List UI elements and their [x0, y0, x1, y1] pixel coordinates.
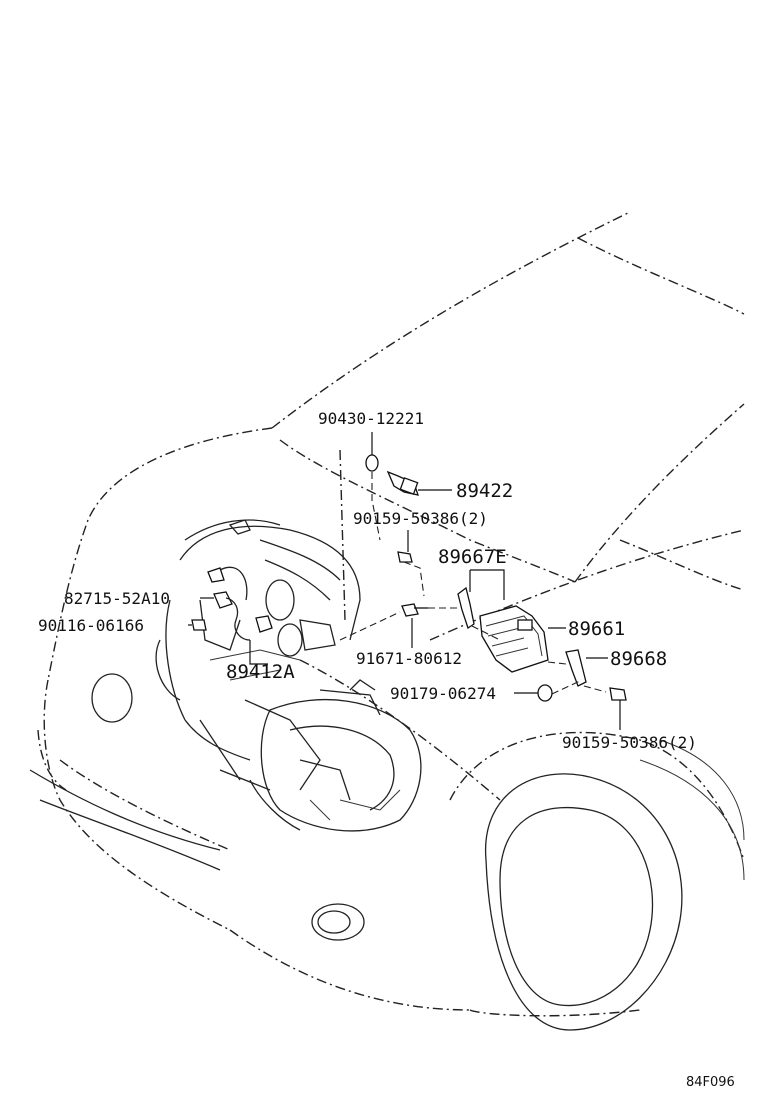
label-82715-52a10: 82715-52A10 [64, 589, 170, 608]
label-89667e: 89667E [438, 546, 507, 568]
nut-90179 [537, 684, 553, 702]
part-labels: 90430-12221 89422 90159-50386(2) 89667E … [38, 409, 735, 1090]
label-90179-06274: 90179-06274 [390, 684, 496, 703]
bolt-90116 [191, 619, 207, 631]
bolt-91671 [401, 603, 419, 617]
bracket-89668 [565, 649, 587, 687]
sensor-89412a [255, 615, 273, 633]
bolt-90159-lower [609, 687, 627, 701]
leader-lines [188, 432, 621, 730]
label-90430-12221: 90430-12221 [318, 409, 424, 428]
clamp-82715 [213, 591, 233, 609]
bracket-89667e [457, 586, 475, 630]
label-91671-80612: 91671-80612 [356, 649, 462, 668]
ecu-89661 [479, 605, 549, 673]
front-tire [485, 739, 745, 1031]
diagram-reference-code: 84F096 [686, 1075, 735, 1090]
bolt-90159-upper [397, 551, 413, 563]
label-89412a: 89412A [226, 661, 295, 683]
vehicle-body-outline [29, 211, 745, 1017]
parts [191, 454, 627, 702]
label-89668: 89668 [610, 648, 667, 670]
gasket-90430 [365, 454, 379, 472]
label-90116-06166: 90116-06166 [38, 616, 144, 635]
engine-assembly [155, 519, 422, 832]
label-90159-50386-upper: 90159-50386(2) [353, 509, 488, 528]
label-89661: 89661 [568, 618, 625, 640]
label-90159-50386-lower: 90159-50386(2) [562, 733, 697, 752]
label-89422: 89422 [456, 480, 513, 502]
